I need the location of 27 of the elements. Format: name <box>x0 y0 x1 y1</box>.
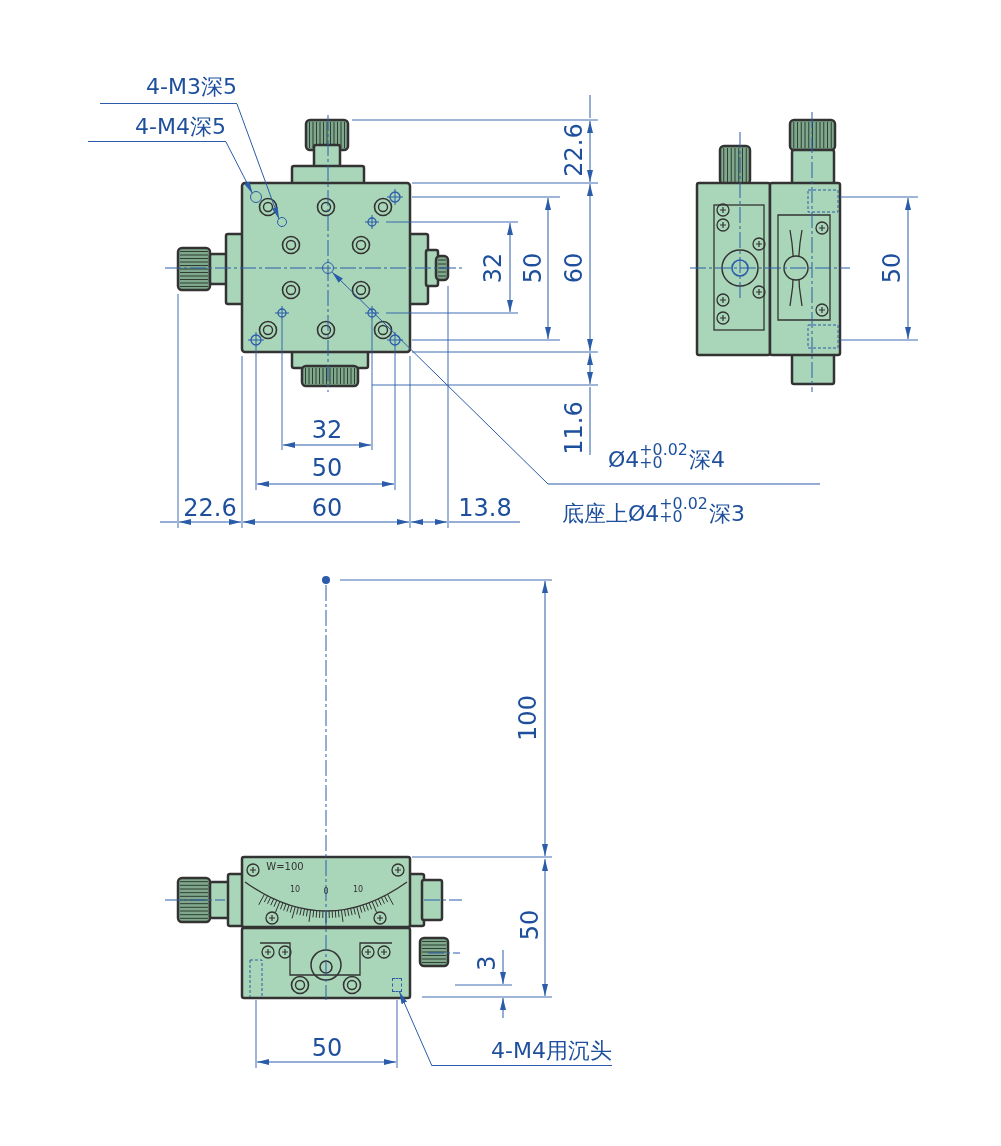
leader-label: 4-M3深5 <box>145 74 237 100</box>
dimension-value: 50 <box>311 1036 343 1060</box>
leader-label: 4-M4深5 <box>134 114 226 140</box>
scale-number: 10 <box>289 886 301 894</box>
counterbore-outline <box>392 978 402 992</box>
leader-line <box>399 991 433 1067</box>
dimension-value: 60 <box>562 252 586 284</box>
dimension-value: 50 <box>880 252 904 284</box>
leader-line <box>331 271 821 485</box>
scale-number: 0 <box>323 888 329 896</box>
leader-line <box>236 103 280 220</box>
dimension-value: 32 <box>311 418 343 442</box>
scale-number: 10 <box>352 886 364 894</box>
dimension-value: 22.6 <box>562 123 586 177</box>
dimension-value: 100 <box>516 695 540 741</box>
dimension-value: 50 <box>311 456 343 480</box>
scale-label: W=100 <box>266 862 304 872</box>
leader-label: 4-M4用沉头 <box>490 1038 612 1064</box>
dimension-value: 32 <box>481 252 505 284</box>
dimension-value: 13.8 <box>458 496 512 520</box>
dimension-value: 50 <box>518 909 542 941</box>
dimension-value: 50 <box>521 252 545 284</box>
dimension-value: 60 <box>311 496 343 520</box>
leader-line <box>225 141 253 194</box>
dimension-value: 11.6 <box>562 401 586 455</box>
dimension-value: 3 <box>475 955 499 971</box>
dimension-value: 22.6 <box>183 496 237 520</box>
